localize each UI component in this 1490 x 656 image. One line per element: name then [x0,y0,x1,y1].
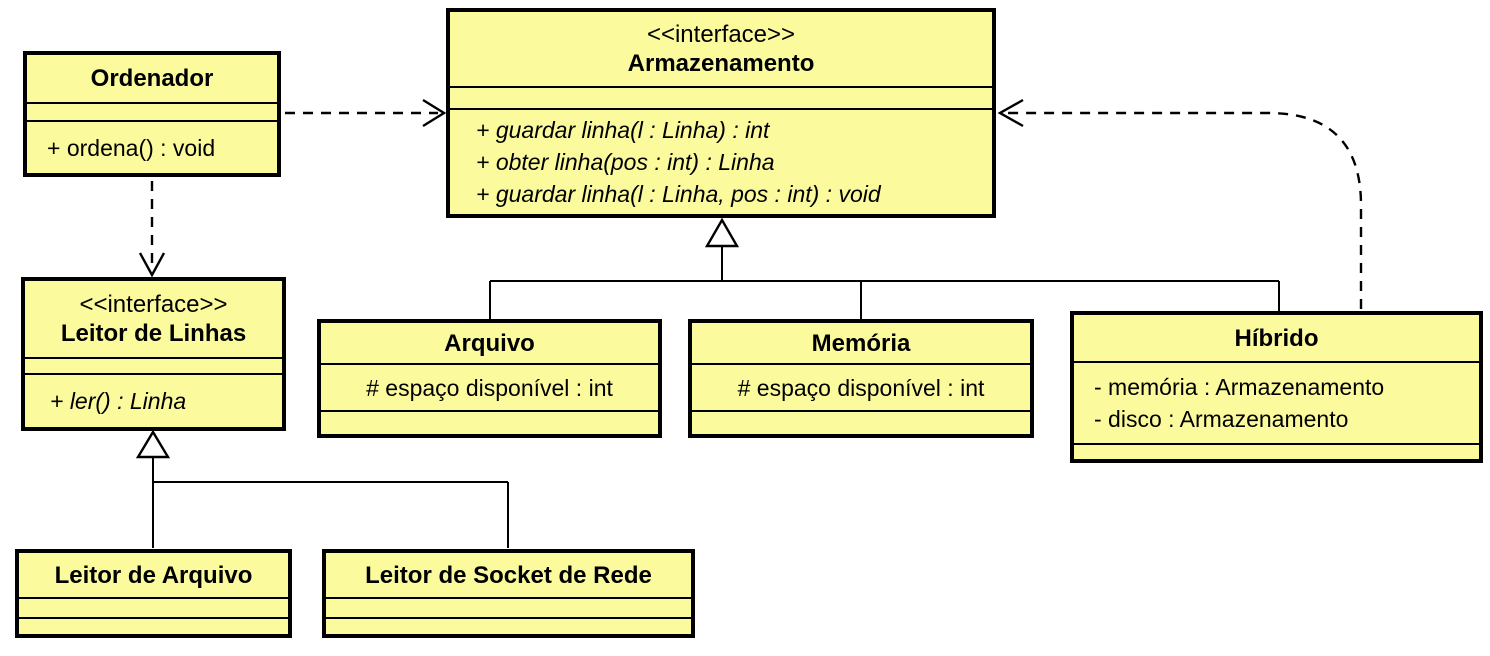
methods-section [692,410,1030,434]
stereotype: <<interface>> [646,21,796,48]
class-name: Armazenamento [627,50,815,77]
attributes-section [25,357,282,373]
class-name: Ordenador [90,65,214,92]
class-header-armazenamento: <<interface>> Armazenamento [450,12,992,86]
class-header-memoria: Memória [692,323,1030,363]
attributes-section: # espaço disponível : int [692,363,1030,410]
method: + guardar linha(l : Linha) : int [476,117,770,143]
method: + guardar linha(l : Linha, pos : int) : … [476,181,881,207]
attributes-section [27,102,277,120]
methods-section [1074,443,1479,459]
attribute: - disco : Armazenamento [1094,406,1349,432]
dependency-hibrido-armazenamento [997,98,1363,309]
dependency-ordenador-leitor-de-linhas [138,181,166,278]
attributes-section [19,597,288,617]
class-name: Híbrido [1234,324,1319,352]
attributes-section [326,597,691,617]
class-box-hibrido[interactable]: Híbrido - memória : Armazenamento - disc… [1070,311,1483,463]
generalization-leitor-de-linhas-tree [135,429,509,548]
stereotype: <<interface>> [79,291,228,318]
class-box-memoria[interactable]: Memória # espaço disponível : int [688,319,1034,438]
class-header-leitor-de-linhas: <<interface>> Leitor de Linhas [25,281,282,357]
class-header-arquivo: Arquivo [321,323,658,363]
class-name: Arquivo [444,329,535,357]
attribute: # espaço disponível : int [737,374,985,401]
attribute: - memória : Armazenamento [1094,374,1385,400]
methods-section: + guardar linha(l : Linha) : int + obter… [450,108,992,214]
methods-section: + ordena() : void [27,120,277,173]
class-header-leitor-de-arquivo: Leitor de Arquivo [19,553,288,597]
methods-section: + ler() : Linha [25,373,282,427]
methods-section [321,410,658,434]
attributes-section: - memória : Armazenamento - disco : Arma… [1074,361,1479,443]
method: + obter linha(pos : int) : Linha [476,149,775,175]
class-box-leitor-de-socket-de-rede[interactable]: Leitor de Socket de Rede [322,549,695,638]
class-box-ordenador[interactable]: Ordenador + ordena() : void [23,51,281,177]
attribute: # espaço disponível : int [366,374,613,401]
methods-section [19,617,288,634]
class-box-armazenamento[interactable]: <<interface>> Armazenamento + guardar li… [446,8,996,218]
attributes-section [450,86,992,108]
class-box-arquivo[interactable]: Arquivo # espaço disponível : int [317,319,662,438]
class-name: Leitor de Arquivo [54,561,253,589]
class-header-leitor-de-socket-de-rede: Leitor de Socket de Rede [326,553,691,597]
methods-section [326,617,691,634]
class-box-leitor-de-linhas[interactable]: <<interface>> Leitor de Linhas + ler() :… [21,277,286,431]
class-name: Leitor de Linhas [60,320,247,347]
method: + ler() : Linha [50,388,187,414]
attributes-section: # espaço disponível : int [321,363,658,410]
method: + ordena() : void [47,134,216,161]
class-header-ordenador: Ordenador [27,55,277,102]
class-box-leitor-de-arquivo[interactable]: Leitor de Arquivo [15,549,292,638]
dependency-ordenador-armazenamento [285,98,447,128]
generalization-armazenamento-tree [489,217,1280,319]
class-header-hibrido: Híbrido [1074,315,1479,361]
class-name: Leitor de Socket de Rede [365,561,652,589]
class-name: Memória [811,329,911,357]
